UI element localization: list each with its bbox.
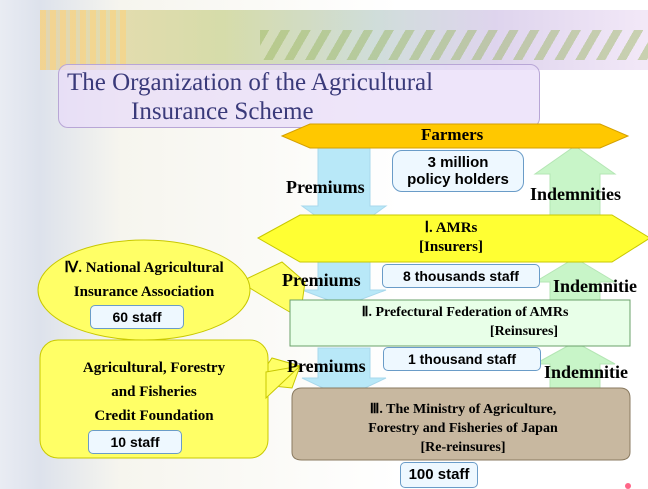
foundation-label-line-3: Credit Foundation — [94, 408, 214, 424]
title-line-1: The Organization of the Agricultural — [67, 69, 434, 96]
association-label-line-2: Insurance Association — [73, 284, 215, 300]
prefectural-label: Ⅱ. Prefectural Federation of AMRs [Reins… — [290, 303, 630, 341]
farmers-shape — [280, 123, 630, 149]
indemnities-label-2: Indemnitie — [553, 276, 638, 296]
foundation-box — [39, 339, 269, 459]
amrs-staff-badge: 8 thousands staff — [382, 264, 540, 288]
foundation-label-line-2: and Fisheries — [111, 384, 197, 400]
foundation-label: Agricultural, Forestry and Fisheries Cre… — [40, 356, 268, 428]
amrs-shape — [256, 214, 648, 263]
prefectural-label-line-1: Ⅱ. Prefectural Federation of AMRs — [361, 305, 569, 320]
farmers-count-line-2: policy holders — [407, 171, 509, 188]
premium-arrow-2 — [301, 261, 387, 307]
title-line-2: Insurance Scheme — [131, 98, 314, 125]
association-staff-badge: 60 staff — [90, 305, 184, 329]
ministry-label-line-1: Ⅲ. The Ministry of Agriculture, — [369, 402, 557, 417]
association-label: Ⅳ. National Agricultural Insurance Assoc… — [40, 256, 248, 304]
premiums-label-3: Premiums — [287, 356, 366, 376]
prefectural-staff-badge: 1 thousand staff — [383, 347, 541, 371]
premiums-label-1: Premiums — [286, 177, 365, 197]
ministry-label-line-2: Forestry and Fisheries of Japan — [368, 421, 558, 436]
ministry-label-line-3: [Re-reinsures] — [420, 440, 506, 455]
prefectural-label-line-2: [Reinsures] — [489, 324, 559, 339]
association-label-line-1: Ⅳ. National Agricultural — [64, 260, 224, 276]
amrs-label-line-1: Ⅰ. AMRs — [424, 220, 478, 236]
foundation-label-line-1: Agricultural, Forestry — [82, 360, 226, 376]
foundation-box-pointer — [265, 365, 302, 400]
marker-dot — [625, 483, 631, 489]
amrs-label: Ⅰ. AMRs [Insurers] — [376, 219, 526, 257]
indemnities-label-1: Indemnities — [530, 184, 622, 204]
prefectural-box — [289, 299, 631, 347]
premiums-label-2: Premiums — [282, 270, 361, 290]
farmers-label: Farmers — [421, 125, 484, 144]
ministry-label: Ⅲ. The Ministry of Agriculture, Forestry… — [296, 400, 630, 457]
farmers-count-badge: 3 million policy holders — [392, 150, 524, 192]
indemnities-label-3: Indemnitie — [544, 362, 629, 382]
banner-foliage-decoration — [260, 30, 648, 60]
foundation-staff-badge: 10 staff — [88, 430, 182, 454]
amrs-label-line-2: [Insurers] — [419, 239, 483, 255]
ministry-staff-badge: 100 staff — [400, 462, 478, 488]
farmers-count-line-1: 3 million — [427, 154, 489, 171]
ministry-shape — [291, 387, 631, 461]
title-box: The Organization of the Agricultural Ins… — [58, 64, 540, 128]
banner-stripe-decoration — [40, 10, 130, 70]
header-banner — [40, 10, 648, 70]
